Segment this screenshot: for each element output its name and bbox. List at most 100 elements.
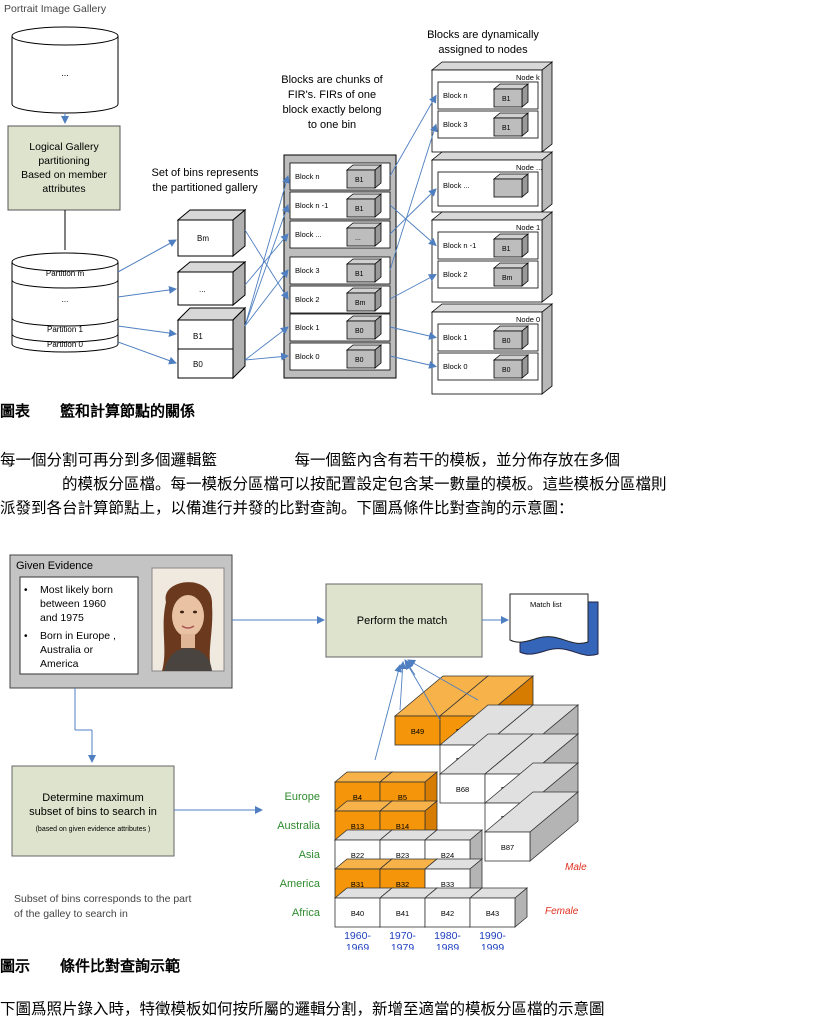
- bin-cube-small: Bm: [345, 287, 383, 312]
- bins-nodes-diagram: Portrait Image Gallery ... Logical Galle…: [4, 3, 554, 395]
- paragraph-line: 每一個分割可再分到多個邏輯籃 每一個籃內含有若干的模板，並分佈存放在多個: [0, 451, 621, 469]
- cell-label: B40: [351, 909, 364, 918]
- bin-cube-small: Bm: [492, 262, 530, 287]
- bin-cube: Bm: [176, 208, 247, 258]
- block-label: Block n: [295, 172, 320, 181]
- bin-cube-small: B1: [492, 112, 530, 137]
- decade-label: 1980-: [434, 930, 461, 942]
- gallery-title: Portrait Image Gallery: [4, 3, 107, 15]
- determine-subset-box: Determine maximum subset of bins to sear…: [11, 765, 175, 857]
- compute-node: Node ... Block ...: [430, 151, 554, 213]
- node-label: Node 0: [516, 315, 540, 324]
- cell-label: B13: [351, 822, 364, 831]
- svg-text:B0: B0: [502, 338, 511, 345]
- subset-note: of the galley to search in: [14, 908, 128, 920]
- bin-cube-small: ...: [345, 222, 383, 247]
- block-row: Block 1 B0: [289, 313, 391, 342]
- decade-label: 1989: [436, 942, 460, 950]
- cell-label: B4: [353, 793, 362, 802]
- svg-text:(based on given evidence attri: (based on given evidence attributes ): [36, 826, 151, 833]
- svg-text:B1: B1: [502, 125, 511, 132]
- bin-cube-small: B1: [345, 193, 383, 218]
- node-label: Node ...: [516, 163, 542, 172]
- cell-label: B49: [411, 727, 424, 736]
- cell-label: B33: [441, 880, 454, 889]
- partition-label: ...: [62, 295, 69, 304]
- node-block-label: Block 3: [443, 120, 468, 129]
- bin-cube-small: [492, 173, 530, 198]
- male-label: Male: [565, 862, 587, 873]
- svg-text:B0: B0: [193, 360, 203, 369]
- node-block-label: Block ...: [443, 181, 470, 190]
- decade-label: 1979: [391, 942, 415, 950]
- node-block-label: Block n -1: [443, 241, 476, 250]
- bin-cube: B1 B0: [176, 306, 247, 380]
- cell-label: B23: [396, 851, 409, 860]
- svg-text:Perform the match: Perform the match: [357, 615, 447, 627]
- cell-label: B5: [398, 793, 407, 802]
- bin-cube-small: B1: [492, 83, 530, 108]
- svg-text:America: America: [40, 658, 79, 670]
- region-label: Africa: [292, 907, 321, 919]
- portrait-photo: [151, 567, 225, 672]
- region-label: Asia: [299, 849, 321, 861]
- nodes-caption: assigned to nodes: [438, 44, 528, 56]
- partition-label: Partition 1: [47, 325, 84, 334]
- node-label: Node 1: [516, 223, 540, 232]
- decade-label: 1969: [346, 942, 370, 950]
- svg-text:Bm: Bm: [355, 300, 366, 307]
- svg-text:B1: B1: [355, 177, 364, 184]
- paragraph-line: 的模板分區檔。每一模板分區檔可以按配置設定包含某一數量的模板。這些模板分區檔則: [0, 475, 667, 493]
- bin-cube-small: B0: [492, 325, 530, 350]
- given-evidence-title: Given Evidence: [16, 560, 93, 572]
- bin-cube-small: B1: [492, 233, 530, 258]
- partition-label: Partition m: [46, 269, 85, 278]
- svg-text:B0: B0: [355, 328, 364, 335]
- decade-label: 1999: [481, 942, 505, 950]
- blocks-caption: block exactly belong: [282, 104, 381, 116]
- cell-label: B68: [456, 785, 469, 794]
- region-label: Australia: [277, 820, 321, 832]
- node-block-label: Block 2: [443, 270, 468, 279]
- cell-label: B42: [441, 909, 454, 918]
- decade-label: 1960-: [344, 930, 371, 942]
- logical-partitioning-box: Logical Gallery partitioning Based on me…: [7, 125, 121, 211]
- bin-cube: ...: [176, 260, 247, 307]
- block-row: Block 3 B1: [289, 256, 391, 285]
- cell-label: B22: [351, 851, 364, 860]
- svg-text:B1: B1: [355, 206, 364, 213]
- svg-text:subset of bins to search in: subset of bins to search in: [29, 806, 157, 818]
- partition-database: Partition m ... Partition 1 Partition 0: [11, 252, 119, 353]
- gallery-database: ...: [11, 26, 119, 114]
- cell-label: B24: [441, 851, 454, 860]
- decade-label: 1970-: [389, 930, 416, 942]
- blocks-caption: Blocks are chunks of: [281, 74, 383, 86]
- svg-text:Most likely born: Most likely born: [40, 584, 113, 596]
- cell-label: B14: [396, 822, 409, 831]
- svg-text:B0: B0: [502, 367, 511, 374]
- svg-text:Based on member: Based on member: [21, 169, 107, 181]
- block-label: Block 3: [295, 266, 320, 275]
- cell-label: B41: [396, 909, 409, 918]
- bin-cube-small: B0: [492, 354, 530, 379]
- cell-label: B32: [396, 880, 409, 889]
- svg-text:Bm: Bm: [197, 234, 209, 243]
- bin-cube-small: B1: [345, 164, 383, 189]
- cell-label: B87: [501, 843, 514, 852]
- block-label: Block 1: [295, 323, 320, 332]
- grid-cube: B43: [468, 887, 529, 928]
- svg-text:B1: B1: [355, 271, 364, 278]
- blocks-caption: to one bin: [308, 119, 356, 131]
- match-list-document: Match list: [509, 593, 599, 656]
- svg-text:between 1960: between 1960: [40, 598, 106, 610]
- svg-text:•: •: [24, 631, 28, 642]
- svg-text:B0: B0: [355, 357, 364, 364]
- bins-caption: the partitioned gallery: [152, 182, 258, 194]
- block-row: Block n B1: [289, 162, 391, 191]
- figure-caption-1: 圖表 籃和計算節點的關係: [0, 402, 196, 420]
